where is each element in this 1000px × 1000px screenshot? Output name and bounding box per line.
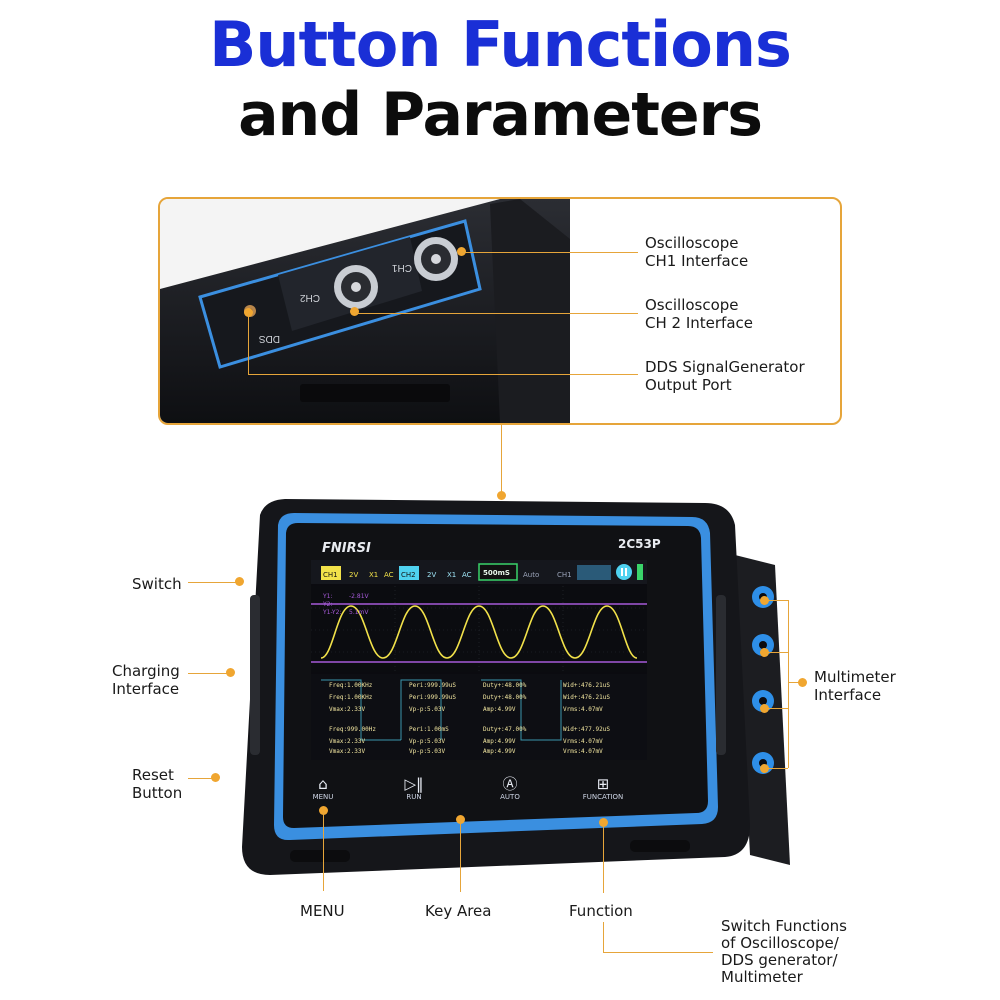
svg-text:Vmax:2.33V: Vmax:2.33V (329, 706, 366, 713)
menu-key[interactable]: ⌂ MENU (305, 775, 341, 801)
device-top-photo: CH2 CH1 DDS (160, 199, 570, 423)
timebase: 500mS (483, 569, 510, 577)
svg-text:Vrms:4.07mV: Vrms:4.07mV (563, 706, 603, 713)
svg-text:Wid+:476.21uS: Wid+:476.21uS (563, 694, 610, 701)
auto-key[interactable]: Ⓐ AUTO (492, 775, 528, 801)
svg-text:Peri:1.00mS: Peri:1.00mS (409, 726, 449, 733)
menu-dot (319, 806, 328, 815)
svg-text:Vmax:2.33V: Vmax:2.33V (329, 738, 366, 745)
ch2-callout-dot (350, 307, 359, 316)
svg-text:Vp-p:5.03V: Vp-p:5.03V (409, 738, 446, 745)
switch-functions-label: Switch Functions of Oscilloscope/ DDS ge… (721, 917, 847, 986)
svg-text:Freq:1.00KHz: Freq:1.00KHz (329, 694, 373, 701)
function-dot (599, 818, 608, 827)
ch2-tag: CH2 (401, 571, 416, 579)
ch2-port-label: CH2 (300, 292, 320, 303)
function-label: Function (569, 902, 633, 920)
svg-text:CH1: CH1 (557, 571, 572, 579)
ch1-port-label: CH1 (392, 262, 412, 273)
switch-label: Switch (132, 575, 182, 593)
auto-icon: Ⓐ (502, 775, 518, 793)
multimeter-dot (798, 678, 807, 687)
pause-icon[interactable] (616, 564, 632, 580)
svg-text:Peri:999.99uS: Peri:999.99uS (409, 682, 456, 689)
svg-text:Y1-Y2:: Y1-Y2: (322, 609, 341, 616)
svg-text:Vmax:2.33V: Vmax:2.33V (329, 748, 366, 755)
charging-dot (226, 668, 235, 677)
svg-text:Vrms:4.07mV: Vrms:4.07mV (563, 748, 603, 755)
reset-dot (211, 773, 220, 782)
svg-text:Freq:1.00KHz: Freq:1.00KHz (329, 682, 373, 689)
svg-text:Y1:: Y1: (322, 593, 333, 600)
menu-label: MENU (300, 902, 345, 920)
function-key[interactable]: ⊞ FUNCATION (572, 775, 634, 801)
svg-text:Peri:999.99uS: Peri:999.99uS (409, 694, 456, 701)
run-key[interactable]: ▷‖ RUN (396, 775, 432, 801)
svg-text:Amp:4.99V: Amp:4.99V (483, 738, 516, 745)
panel-connector-dot (497, 491, 506, 500)
device-screen[interactable]: CH1 2V X1 AC CH2 2V X1 AC 500mS Auto CH1… (311, 560, 647, 760)
svg-text:Amp:4.99V: Amp:4.99V (483, 748, 516, 755)
svg-text:Y2:: Y2: (322, 601, 333, 608)
svg-text:Vp-p:5.03V: Vp-p:5.03V (409, 706, 446, 713)
grid-icon: ⊞ (596, 775, 610, 793)
brand-logo: FNIRSI (322, 541, 371, 556)
key-area-label: Key Area (425, 902, 492, 920)
detail-frame (158, 197, 842, 425)
model-name: 2C53P (618, 537, 661, 551)
svg-text:Wid+:477.92uS: Wid+:477.92uS (563, 726, 610, 733)
title-line-2: and Parameters (238, 80, 763, 150)
home-icon: ⌂ (318, 775, 328, 793)
svg-text:Duty+:48.00%: Duty+:48.00% (483, 682, 527, 689)
svg-text:5.1mV: 5.1mV (349, 609, 369, 616)
svg-text:2V: 2V (349, 571, 358, 579)
svg-text:Duty+:48.00%: Duty+:48.00% (483, 694, 527, 701)
svg-text:Duty+:47.00%: Duty+:47.00% (483, 726, 527, 733)
svg-text:Vrms:4.07mV: Vrms:4.07mV (563, 738, 603, 745)
svg-text:Freq:999.00Hz: Freq:999.00Hz (329, 726, 376, 733)
ch1-callout-dot (457, 247, 466, 256)
play-pause-icon: ▷‖ (404, 775, 424, 793)
dds-port-label: DDS (259, 333, 280, 344)
key-area-dot (456, 815, 465, 824)
svg-text:X1: X1 (447, 571, 456, 579)
svg-text:Auto: Auto (523, 571, 539, 579)
switch-dot (235, 577, 244, 586)
svg-text:AC: AC (384, 571, 394, 579)
svg-text:AC: AC (462, 571, 472, 579)
svg-text:-2.81V: -2.81V (349, 593, 370, 600)
ch1-tag: CH1 (323, 571, 338, 579)
svg-text:Wid+:476.21uS: Wid+:476.21uS (563, 682, 610, 689)
svg-text:2V: 2V (427, 571, 436, 579)
title-line-1: Button Functions (209, 8, 792, 81)
ch1-waveform (320, 605, 638, 659)
svg-text:Amp:4.99V: Amp:4.99V (483, 706, 516, 713)
svg-text:X1: X1 (369, 571, 378, 579)
dds-callout-dot (244, 308, 253, 317)
svg-text:Vp-p:5.03V: Vp-p:5.03V (409, 748, 446, 755)
